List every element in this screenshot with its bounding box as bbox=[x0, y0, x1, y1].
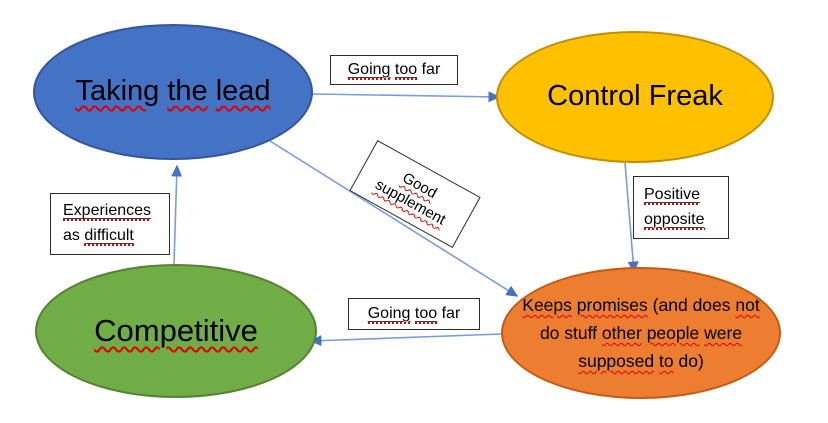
text-line: Competitive bbox=[94, 311, 258, 351]
edge-label-going-too-far-top: Going too far bbox=[330, 55, 458, 85]
text-line: Going too far bbox=[347, 58, 441, 83]
text-line: Control Freak bbox=[547, 78, 723, 116]
word: Freak bbox=[648, 80, 723, 113]
node-taking-the-lead: Taking the lead bbox=[33, 24, 313, 160]
misspelled-word: difficult bbox=[84, 227, 134, 246]
misspelled-word: too bbox=[394, 60, 418, 80]
edge-label-positive-opposite: Positive opposite bbox=[633, 176, 729, 239]
misspelled-word: supposed bbox=[578, 351, 655, 371]
connector-taking-lead-to-keeps-promises bbox=[269, 140, 519, 297]
connector-keeps-promises-to-competitive bbox=[309, 333, 503, 347]
word: as bbox=[63, 227, 80, 244]
misspelled-word: Competitive bbox=[94, 312, 258, 348]
text-line: Taking the lead bbox=[75, 73, 270, 111]
misspelled-word: people bbox=[646, 323, 700, 343]
text-line: as difficult bbox=[63, 224, 169, 249]
text-line: Going too far bbox=[367, 302, 461, 327]
misspelled-word: other bbox=[601, 323, 642, 343]
misspelled-word: too bbox=[414, 304, 438, 324]
word: does bbox=[692, 295, 731, 315]
word: do) bbox=[678, 351, 704, 371]
node-competitive: Competitive bbox=[35, 264, 317, 398]
misspelled-word: Going bbox=[347, 60, 391, 80]
connector-control-freak-to-keeps-promises bbox=[624, 162, 639, 274]
misspelled-word: to bbox=[659, 351, 674, 371]
misspelled-word: opposite bbox=[644, 210, 705, 230]
word: Control bbox=[547, 80, 641, 113]
text-line: opposite bbox=[644, 208, 728, 233]
word: do bbox=[539, 323, 560, 343]
word: far bbox=[441, 304, 461, 322]
text-line: Experiences bbox=[63, 199, 169, 224]
text-line: Positive bbox=[644, 183, 728, 208]
misspelled-word: Positive bbox=[644, 185, 701, 205]
connector-taking-lead-to-control-freak bbox=[311, 91, 501, 103]
misspelled-word: lead bbox=[215, 75, 271, 108]
misspelled-word: Going bbox=[367, 304, 411, 324]
misspelled-word: Keeps bbox=[522, 295, 572, 315]
text-line: supposed to do) bbox=[578, 347, 704, 375]
misspelled-word: were bbox=[704, 323, 743, 343]
misspelled-word: Taking bbox=[75, 75, 160, 108]
text-line: do stuff other people were bbox=[540, 319, 742, 347]
word: (and bbox=[652, 295, 688, 315]
connector-competitive-to-taking-lead bbox=[171, 164, 183, 265]
misspelled-word: Experiences bbox=[63, 202, 152, 222]
node-control-freak: Control Freak bbox=[496, 31, 774, 163]
misspelled-word: promises bbox=[576, 295, 648, 315]
word: far bbox=[421, 60, 441, 78]
text-line: Keeps promises (and does not bbox=[522, 291, 759, 319]
edge-label-going-too-far-bottom: Going too far bbox=[348, 298, 480, 330]
misspelled-word: the bbox=[167, 75, 208, 108]
misspelled-word: not bbox=[735, 295, 760, 315]
word: stuff bbox=[564, 323, 598, 343]
